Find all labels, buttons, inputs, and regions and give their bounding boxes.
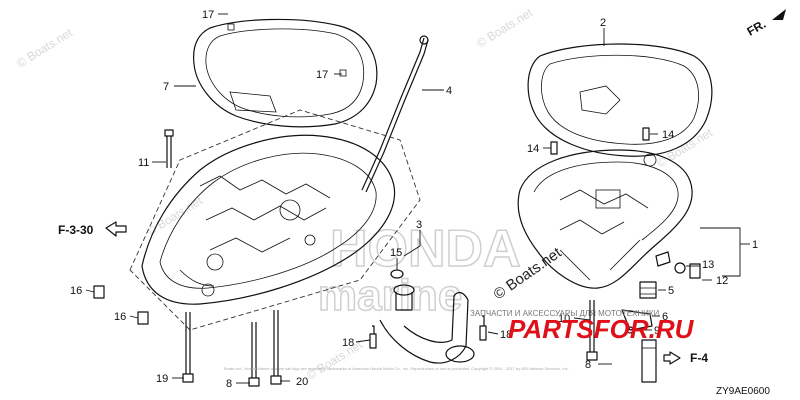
- gasket-part-2: [527, 43, 713, 157]
- callout-19: 19: [156, 373, 168, 385]
- callout-16: 16: [114, 311, 126, 323]
- callout-8: 8: [226, 378, 232, 390]
- callout-17: 17: [202, 9, 214, 21]
- bolt-part-11: [164, 129, 174, 168]
- ref-label-f-4: F-4: [690, 351, 708, 365]
- front-direction-indicator: FR.: [745, 9, 786, 39]
- marine-watermark: marine: [318, 271, 462, 320]
- ref-f-4: F-4: [663, 351, 708, 365]
- callout-labels: 17 17 7 4 11 3 15 16 16 18 18 19 8 20 2 …: [70, 9, 758, 390]
- callout-4: 4: [446, 85, 452, 97]
- ref-f-3-30: F-3-30: [58, 221, 127, 237]
- long-bolts-19-8-20: [182, 310, 282, 387]
- copyright-notice: Boats.net - Honda Marine and the sail lo…: [224, 366, 569, 371]
- callout-14: 14: [527, 143, 539, 155]
- callout-9: 9: [654, 325, 660, 337]
- callout-2: 2: [600, 17, 606, 29]
- partsfor-watermark: PARTSFOR.RU ЗАПЧАСТИ И АКСЕССУАРЫ ДЛЯ МО…: [470, 309, 695, 344]
- seal-part-5: [639, 281, 657, 299]
- dipstick-part-4: [361, 35, 429, 193]
- leader-lines: [85, 13, 750, 384]
- callout-12: 12: [716, 275, 728, 287]
- front-arrow-icon: [772, 9, 786, 20]
- callout-15: 15: [390, 247, 402, 259]
- oil-strainer-part-3: [379, 284, 475, 364]
- callout-11: 11: [138, 157, 149, 169]
- honda-watermark: HONDA: [330, 220, 521, 278]
- callout-18: 18: [342, 337, 354, 349]
- bolt-part-18: [369, 315, 487, 349]
- callout-3: 3: [416, 219, 422, 231]
- oil-case-part-1: [517, 149, 693, 289]
- callout-17: 17: [316, 69, 328, 81]
- callout-18: 18: [500, 329, 512, 341]
- callout-16: 16: [70, 285, 82, 297]
- bolt-part-10-8: [586, 300, 657, 383]
- ref-label-f-3-30: F-3-30: [58, 223, 94, 237]
- callout-14: 14: [662, 129, 674, 141]
- drain-bolt-parts-12-13: [674, 262, 701, 279]
- callout-20: 20: [296, 376, 308, 388]
- callout-7: 7: [163, 81, 169, 93]
- callout-6: 6: [662, 311, 668, 323]
- front-direction-label: FR.: [745, 17, 769, 39]
- site-watermark: PARTSFOR.RU: [508, 314, 695, 344]
- boats-watermark: © Boats.net: [304, 337, 365, 383]
- callout-8: 8: [585, 359, 591, 371]
- callout-5: 5: [668, 285, 674, 297]
- oil-case-assembly: [129, 109, 421, 331]
- boats-watermark: © Boats.net: [474, 5, 535, 51]
- boats-watermark: © Boats.net: [14, 25, 75, 71]
- site-watermark-subtitle: ЗАПЧАСТИ И АКСЕССУАРЫ ДЛЯ МОТОТЕХНИКИ: [470, 309, 660, 318]
- callout-10: 10: [558, 313, 570, 325]
- gasket-part-7: [193, 18, 378, 128]
- callout-13: 13: [702, 259, 714, 271]
- bracket-parts-6-9: [621, 309, 653, 334]
- grommet-part-16: [93, 285, 149, 325]
- callout-1: 1: [752, 239, 758, 251]
- diagram-code: ZY9AE0600: [716, 386, 770, 397]
